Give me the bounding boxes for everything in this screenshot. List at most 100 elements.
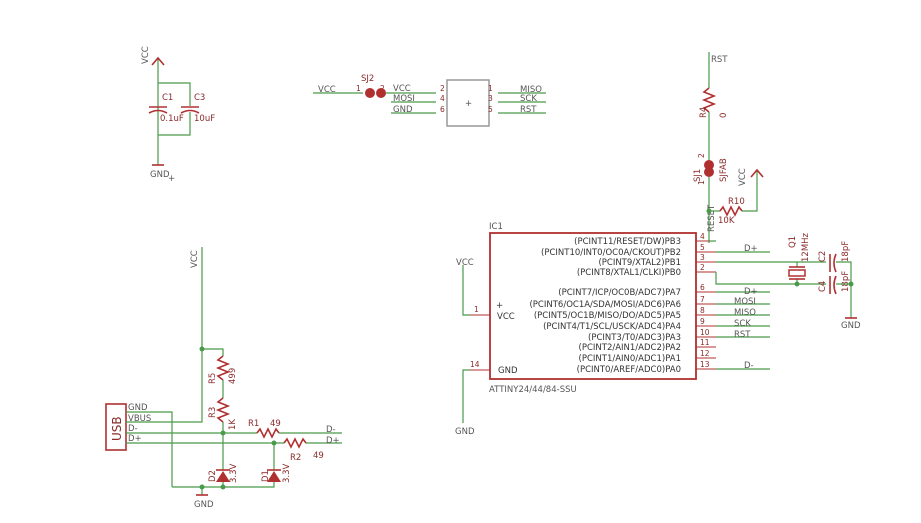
ic1-pin-number: 10 bbox=[700, 328, 710, 337]
net-vcc-ic: VCC bbox=[456, 258, 474, 268]
usb-pin-dminus: D- bbox=[128, 424, 138, 434]
ic1-pin-number: 13 bbox=[700, 360, 710, 369]
r10-value: 10K bbox=[718, 216, 735, 226]
ic1-part: ATTINY24/44/84-SSU bbox=[489, 385, 577, 395]
sj2-pin1: 1 bbox=[356, 84, 361, 93]
net-mosi: MOSI bbox=[734, 297, 756, 307]
q1-value: 12MHz bbox=[801, 232, 811, 262]
usb-pin-vbus: VBUS bbox=[128, 414, 151, 424]
ic1-pin-number: 5 bbox=[700, 243, 705, 252]
net-dplus-usb: D+ bbox=[326, 436, 340, 446]
usb-name: USB bbox=[110, 416, 124, 441]
isp-right-net-3: RST bbox=[520, 105, 537, 115]
c4-value: 18pF bbox=[841, 271, 851, 292]
isp-right-num-3: 5 bbox=[488, 105, 493, 114]
net-sck: SCK bbox=[734, 319, 751, 329]
ic1-pin-label: (PCINT4/T1/SCL/USCK/ADC4)PA4 bbox=[543, 322, 681, 332]
r4-name: R4 bbox=[699, 107, 709, 118]
c2-name: C2 bbox=[818, 251, 828, 262]
ic1-plus: + bbox=[496, 301, 503, 311]
c1-name: C1 bbox=[162, 93, 173, 103]
net-miso: MISO bbox=[734, 308, 756, 318]
net-sj2-vcc: VCC bbox=[318, 85, 336, 95]
gnd-plus-mark: + bbox=[168, 174, 175, 184]
isp-right-net-2: SCK bbox=[520, 94, 537, 104]
r5-name: R5 bbox=[208, 373, 218, 384]
isp-right-num-1: 1 bbox=[488, 84, 493, 93]
isp-right-num-2: 3 bbox=[488, 94, 493, 103]
r4-value: 0 bbox=[719, 113, 729, 118]
d2-name: D2 bbox=[208, 470, 218, 482]
net-vcc-r10: VCC bbox=[738, 168, 748, 186]
q1-name: Q1 bbox=[788, 236, 798, 248]
c3-value: 10uF bbox=[194, 114, 215, 124]
isp-right-net-1: MISO bbox=[520, 85, 542, 95]
ic1-pin-number: 2 bbox=[700, 263, 705, 272]
isp-left-net-1: VCC bbox=[393, 84, 411, 94]
c2-value: 18pF bbox=[841, 241, 851, 262]
isp-left-num-3: 6 bbox=[440, 105, 445, 114]
ic1-right-nets: D+ D+ MOSI MISO SCK RST D- bbox=[709, 240, 798, 371]
ic1-pin-label: (PCINT11/RESET/DW)PB3 bbox=[574, 237, 681, 247]
r3-value: 1K bbox=[228, 419, 238, 430]
net-dminus-ic: D- bbox=[744, 361, 754, 371]
ic1-pin-number: 8 bbox=[700, 306, 705, 315]
net-gnd-usb: GND bbox=[194, 500, 214, 510]
ic1-pin-number: 7 bbox=[700, 295, 705, 304]
d1-name: D1 bbox=[261, 470, 271, 482]
ic1-pin-label: (PCINT8/XTAL1/CLKI)PB0 bbox=[577, 268, 681, 278]
net-gnd-ic: GND bbox=[455, 427, 475, 437]
crystal-group: Q1 12MHz C2 18pF C4 18pF GND bbox=[788, 232, 861, 331]
net-gnd-top-left: GND bbox=[150, 170, 170, 180]
ic1-pin-number: 3 bbox=[700, 253, 705, 262]
c3-name: C3 bbox=[194, 93, 205, 103]
ic1-pin-label: (PCINT3/T0/ADC3)PA3 bbox=[588, 333, 681, 343]
ic1-pin-number: 4 bbox=[700, 232, 705, 241]
r2-value: 49 bbox=[313, 451, 324, 461]
decoupling-caps: VCC C1 0.1uF C3 10uF GND + bbox=[141, 46, 215, 184]
net-rst: RST bbox=[734, 330, 751, 340]
ic1-pin-number: 12 bbox=[700, 349, 710, 358]
d2-value: 3.3V bbox=[229, 463, 239, 483]
isp-left-net-3: GND bbox=[393, 105, 413, 115]
r3-name: R3 bbox=[208, 407, 218, 418]
c4-name: C4 bbox=[818, 281, 828, 292]
sj1-pin2: 2 bbox=[697, 153, 706, 158]
net-dplus-ic2: D+ bbox=[744, 287, 758, 297]
ic1-pin-label: (PCINT5/OC1B/MISO/DO/ADC5)PA5 bbox=[534, 311, 681, 321]
net-reset: RESET bbox=[707, 204, 717, 232]
ic1-pin-number: 9 bbox=[700, 317, 705, 326]
ic1-pin-label: (PCINT1/AIN0/ADC1)PA1 bbox=[579, 354, 681, 364]
d1-value: 3.3V bbox=[282, 463, 292, 483]
ic1-pin-label: (PCINT7/ICP/OC0B/ADC7)PA7 bbox=[558, 288, 681, 298]
ic1-pin-label: (PCINT6/OC1A/SDA/MOSI/ADC6)PA6 bbox=[529, 300, 681, 310]
isp-left-num-1: 2 bbox=[440, 84, 445, 93]
usb-pin-dplus: D+ bbox=[128, 434, 142, 444]
ic1-pin-number: 6 bbox=[700, 283, 705, 292]
r10-name: R10 bbox=[728, 197, 745, 207]
ic1-pin-label: (PCINT10/INT0/OC0A/CKOUT)PB2 bbox=[541, 248, 681, 258]
ic1-vcc-label: VCC bbox=[497, 312, 515, 322]
ic1-vcc-pin: 1 bbox=[474, 305, 479, 314]
ic1: IC1 ATTINY24/44/84-SSU (PCINT11/RESET/DW… bbox=[455, 222, 716, 437]
r1-value: 49 bbox=[270, 419, 281, 429]
isp-left-num-2: 4 bbox=[440, 94, 445, 103]
net-dplus-ic: D+ bbox=[744, 244, 758, 254]
ic1-pin-label: (PCINT2/AIN1/ADC2)PA2 bbox=[579, 343, 681, 353]
net-vcc-top-left: VCC bbox=[141, 46, 151, 64]
sj1-pin1: 1 bbox=[697, 180, 706, 185]
usb-pin-gnd: GND bbox=[128, 403, 148, 413]
ic1-gnd-pin: 14 bbox=[470, 360, 480, 369]
r2-name: R2 bbox=[290, 453, 301, 463]
isp-header-group: VCC SJ2 1 2 VCC MOSI GND 2 4 6 + 1 3 5 M… bbox=[313, 74, 546, 127]
ic1-pin-label: (PCINT9/XTAL2)PB1 bbox=[598, 258, 681, 268]
isp-plus: + bbox=[465, 99, 472, 109]
c1-value: 0.1uF bbox=[160, 114, 184, 124]
net-rst-top: RST bbox=[711, 55, 728, 65]
reset-circuit: RST R4 0 2 1 SJ1 SJFAB VCC R10 10K RESET bbox=[693, 52, 764, 243]
ic1-gnd-label: GND bbox=[498, 366, 518, 376]
ic1-pin-number: 11 bbox=[700, 338, 710, 347]
r1-name: R1 bbox=[248, 419, 259, 429]
